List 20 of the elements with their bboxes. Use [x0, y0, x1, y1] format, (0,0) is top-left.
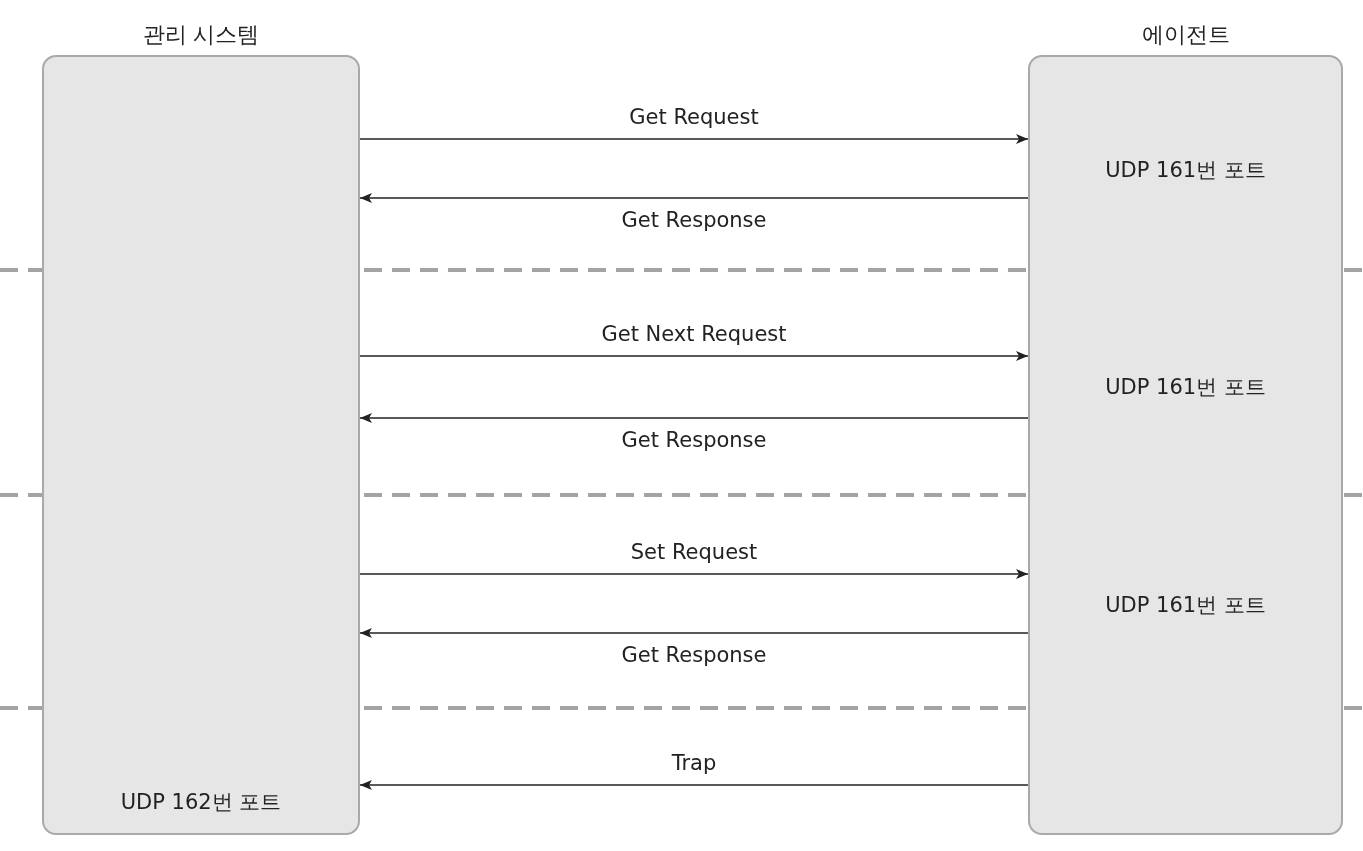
- lifeline-title: 에이전트: [1141, 21, 1230, 49]
- arrow: [359, 628, 1029, 638]
- port-label: UDP 161번 포트: [1105, 374, 1266, 401]
- arrow: [359, 351, 1029, 361]
- arrow: [359, 780, 1029, 790]
- port-label: UDP 161번 포트: [1105, 157, 1266, 184]
- edge-label: Get Request: [629, 105, 759, 129]
- arrow: [359, 413, 1029, 423]
- edge-label: Trap: [671, 751, 717, 775]
- arrow: [359, 193, 1029, 203]
- lifeline-title: 관리 시스템: [142, 21, 260, 49]
- port-label: UDP 162번 포트: [120, 789, 282, 816]
- edge-label: Get Response: [621, 428, 767, 452]
- edge-label: Get Response: [621, 643, 767, 667]
- port-label: UDP 161번 포트: [1105, 592, 1266, 619]
- arrow: [359, 134, 1029, 144]
- edge-label: Get Response: [621, 208, 767, 232]
- edge-label: Get Next Request: [601, 322, 787, 346]
- edge-label: Set Request: [630, 540, 758, 564]
- arrow: [359, 569, 1029, 579]
